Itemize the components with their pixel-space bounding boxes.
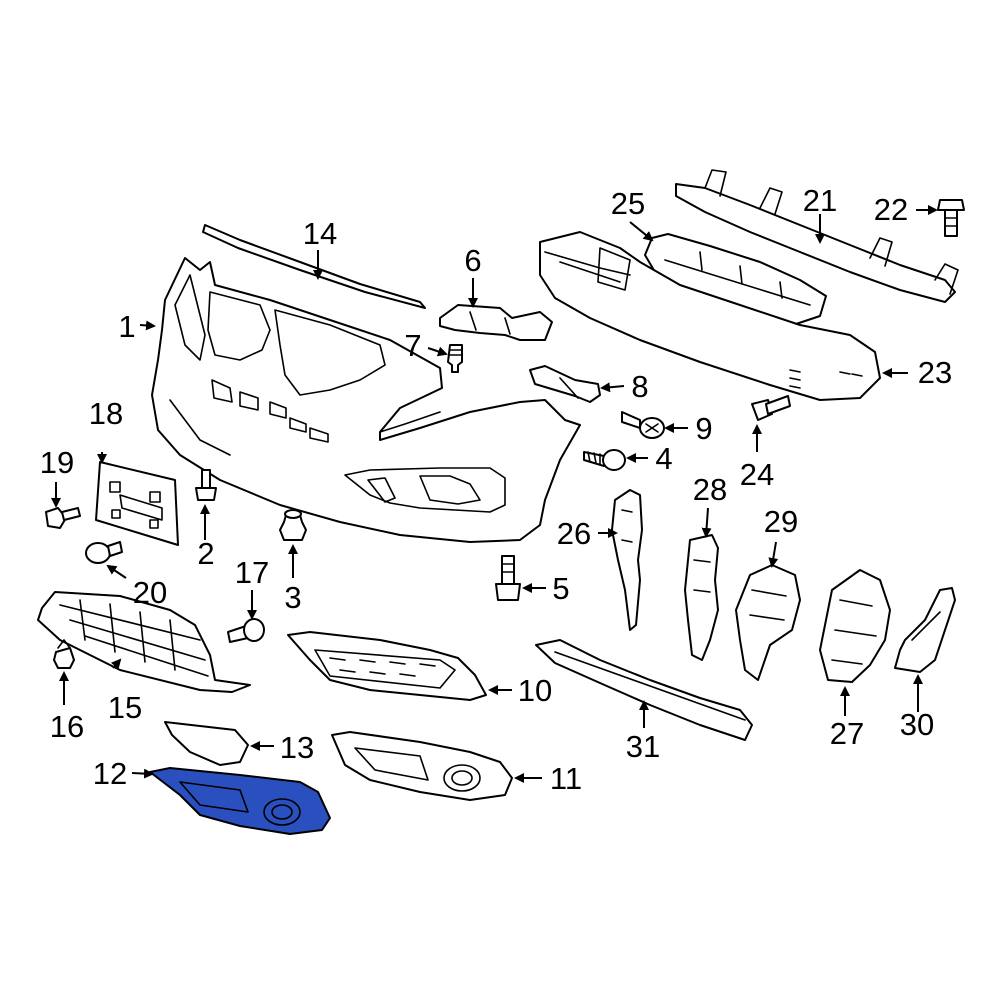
callout-10: 10 <box>518 673 552 708</box>
part-17-screw[interactable] <box>227 618 265 643</box>
part-23-beam[interactable] <box>539 231 881 401</box>
part-12-fog-garnish-highlighted[interactable] <box>149 767 331 835</box>
callout-28: 28 <box>693 472 727 507</box>
part-18-license-bracket[interactable] <box>95 461 179 546</box>
callout-5: 5 <box>552 571 569 606</box>
callout-29: 29 <box>764 504 798 539</box>
callout-9: 9 <box>695 411 712 446</box>
part-8-spacer[interactable] <box>529 365 601 403</box>
callout-27: 27 <box>830 716 864 751</box>
callout-labels: 1 2 3 4 5 6 7 8 9 10 11 12 13 14 15 16 1… <box>40 183 952 796</box>
part-4-screw[interactable] <box>583 449 626 471</box>
callout-16: 16 <box>50 709 84 744</box>
part-14-upper-molding[interactable] <box>202 224 426 309</box>
callout-31: 31 <box>626 729 660 764</box>
callout-4: 4 <box>655 441 672 476</box>
part-7-clip[interactable] <box>447 344 463 373</box>
callout-30: 30 <box>900 707 934 742</box>
leader-arrows <box>51 205 938 783</box>
callout-22: 22 <box>874 192 908 227</box>
part-9-rivet[interactable] <box>621 411 665 439</box>
callout-13: 13 <box>280 730 314 765</box>
part-30-side-bracket[interactable] <box>894 587 956 673</box>
callout-3: 3 <box>284 580 301 615</box>
part-24-bolt[interactable] <box>751 395 791 421</box>
callout-6: 6 <box>464 243 481 278</box>
part-29-side-bracket[interactable] <box>735 564 801 681</box>
callout-12: 12 <box>93 756 127 791</box>
part-16-clip[interactable] <box>53 639 75 669</box>
callout-15: 15 <box>108 690 142 725</box>
callout-7: 7 <box>404 328 421 363</box>
callout-18: 18 <box>89 396 123 431</box>
part-2-pin[interactable] <box>195 469 217 501</box>
callout-25: 25 <box>611 186 645 221</box>
part-10-upper-grille[interactable] <box>287 631 487 701</box>
part-22-bolt[interactable] <box>937 199 965 237</box>
callout-8: 8 <box>631 369 648 404</box>
part-13-cover[interactable] <box>164 721 249 766</box>
callout-26: 26 <box>557 516 591 551</box>
callout-14: 14 <box>303 216 337 251</box>
part-6-bracket[interactable] <box>439 304 553 341</box>
callout-1: 1 <box>118 309 135 344</box>
callout-23: 23 <box>918 355 952 390</box>
callout-24: 24 <box>740 457 774 492</box>
part-26-side-bracket[interactable] <box>611 489 643 631</box>
callout-20: 20 <box>133 575 167 610</box>
callout-21: 21 <box>803 183 837 218</box>
callout-17: 17 <box>235 555 269 590</box>
callout-2: 2 <box>197 536 214 571</box>
part-20-screw[interactable] <box>85 541 123 564</box>
part-28-side-bracket[interactable] <box>684 534 719 661</box>
part-1-bumper-cover[interactable] <box>151 257 581 543</box>
callout-19: 19 <box>40 445 74 480</box>
part-31-lower-beam[interactable] <box>535 639 753 741</box>
part-27-side-bracket[interactable] <box>819 569 891 683</box>
part-11-fog-garnish[interactable] <box>331 731 513 801</box>
part-3-grommet[interactable] <box>279 509 307 541</box>
part-15-lower-grille[interactable] <box>37 591 251 693</box>
callout-11: 11 <box>550 761 582 796</box>
part-19-bolt[interactable] <box>45 507 81 529</box>
part-5-bolt[interactable] <box>495 555 521 601</box>
